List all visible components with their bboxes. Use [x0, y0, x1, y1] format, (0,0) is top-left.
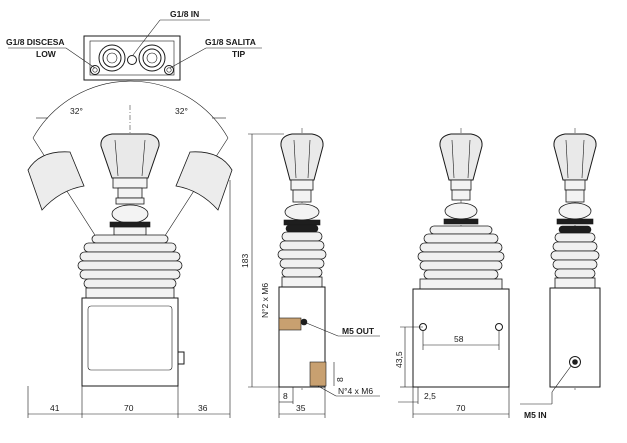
dim-8-horizontal: 8: [283, 391, 288, 401]
top-view-block: [83, 35, 181, 81]
end-bellows: [550, 225, 600, 279]
label-port-down: G1/8 DISCESA: [6, 37, 65, 47]
leader-down: [8, 47, 96, 69]
dim-183: 183: [240, 254, 250, 268]
port-left-outer: [98, 44, 126, 72]
side-view: N°2 x M6 M5 OUT N°4 x M6 183 8 8 35: [240, 128, 380, 418]
front-bellows: [77, 234, 183, 289]
port-up-hole: [164, 65, 174, 75]
dim-8-vertical: 8: [335, 377, 345, 382]
port-right-mid: [142, 48, 162, 68]
dim-2-5: 2,5: [424, 391, 436, 401]
label-angle-right: 32°: [175, 106, 188, 116]
label-m5-in: M5 IN: [524, 410, 547, 420]
rear-mount-hole-right: [495, 323, 503, 331]
label-port-in: G1/8 IN: [170, 9, 199, 19]
rear-view: 58 43,5 2,5 70: [394, 128, 510, 418]
front-shaft-collar: [111, 204, 149, 224]
ghost-handle-left: [27, 151, 85, 211]
port-left-inner: [106, 52, 118, 64]
dim-41: 41: [50, 403, 60, 413]
top-view-inner: [89, 40, 175, 76]
label-port-up-sub: TIP: [232, 49, 246, 59]
front-knob: [100, 133, 160, 179]
front-view: 32° 32°: [27, 80, 233, 418]
rear-knob: [439, 133, 483, 181]
front-side-fitting: [177, 351, 185, 365]
dim-58: 58: [454, 334, 464, 344]
angle-arc: [32, 80, 229, 139]
side-knob: [280, 133, 324, 181]
front-base-flange: [85, 287, 175, 299]
port-down-hole: [90, 65, 100, 75]
rear-bellows: [417, 225, 505, 280]
label-thread-m6-4: N°4 x M6: [338, 386, 373, 396]
dim-43-5: 43,5: [394, 351, 404, 368]
dim-35: 35: [296, 403, 306, 413]
label-angle-left: 32°: [70, 106, 83, 116]
end-view: M5 IN: [520, 128, 601, 420]
ghost-handle-right: [175, 151, 233, 211]
dim-70-front: 70: [124, 403, 134, 413]
end-body: [549, 287, 601, 388]
dim-70-side: 70: [456, 403, 466, 413]
front-dark-ring: [109, 221, 151, 228]
label-m5-out: M5 OUT: [342, 326, 375, 336]
leader-up: [169, 47, 262, 69]
dim-36: 36: [198, 403, 208, 413]
leader-in: [132, 19, 161, 56]
label-thread-m6-2: N°2 x M6: [260, 283, 270, 318]
port-right-outer: [138, 44, 166, 72]
end-knob: [553, 133, 597, 181]
port-in-hole: [127, 55, 137, 65]
m5-in-port: [569, 356, 581, 368]
side-bellows: [277, 224, 327, 278]
rear-body: [412, 288, 510, 388]
port-left-mid: [102, 48, 122, 68]
port-right-inner: [146, 52, 158, 64]
front-body: [81, 297, 179, 387]
side-thread-m6-lower: [309, 361, 327, 387]
label-port-down-sub: LOW: [36, 49, 57, 59]
top-view: G1/8 IN G1/8 DISCESA LOW G1/8 SALITA TIP: [6, 9, 262, 81]
side-thread-m6-upper: [278, 317, 302, 331]
label-port-up: G1/8 SALITA: [205, 37, 256, 47]
